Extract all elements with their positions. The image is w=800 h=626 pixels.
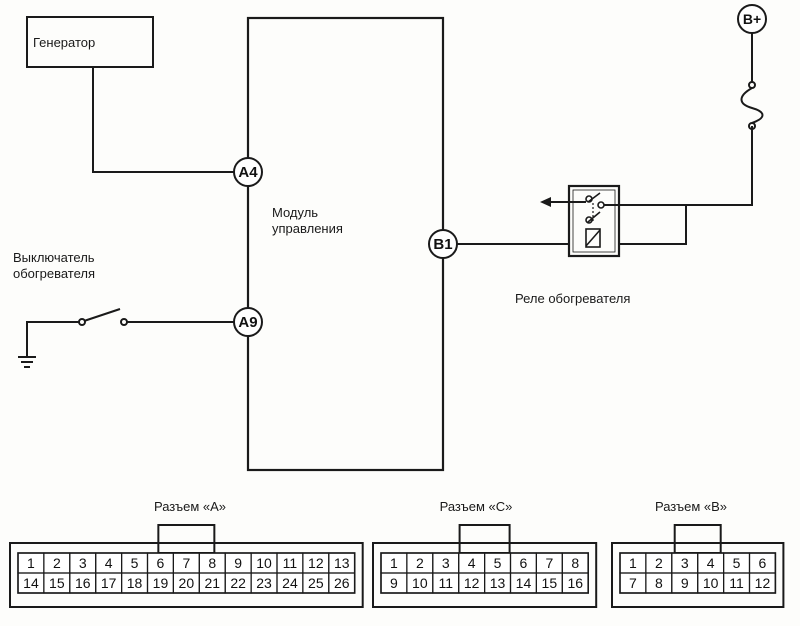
- connector-a-pin-number: 3: [79, 555, 87, 571]
- switch-label-line2: обогревателя: [13, 266, 95, 281]
- connector-a-pin-number: 26: [334, 575, 350, 591]
- connector-a-pin-number: 2: [53, 555, 61, 571]
- connector-c-pin-number: 14: [516, 575, 532, 591]
- connector-a-pin-number: 14: [23, 575, 39, 591]
- relay-label: Реле обогревателя: [515, 291, 630, 306]
- pin-a9: A9: [233, 307, 263, 337]
- pin-a4-label: A4: [238, 164, 258, 181]
- connector-a-pin-number: 18: [127, 575, 143, 591]
- connector-b-pin-number: 3: [681, 555, 689, 571]
- connector-c-pin-number: 6: [520, 555, 528, 571]
- generator-box: [26, 16, 154, 68]
- connector-b-pin-number: 11: [729, 575, 744, 591]
- switch-label-line1: Выключатель: [13, 250, 95, 265]
- connector-c-pin-number: 5: [494, 555, 502, 571]
- connector-c-pin-number: 7: [545, 555, 553, 571]
- module-label-line1: Модуль: [272, 205, 318, 220]
- connector-c-latch: [458, 524, 511, 554]
- heater-relay: [567, 184, 621, 258]
- connector-c-pin-number: 9: [390, 575, 398, 591]
- connector-a-pin-number: 1: [27, 555, 35, 571]
- relay-coil-wire: [604, 204, 687, 245]
- connector-a-pin-number: 23: [256, 575, 272, 591]
- fuse-symbol: [740, 32, 764, 130]
- connector-a-cell: [328, 572, 356, 594]
- connector-a-pin-number: 16: [75, 575, 91, 591]
- module-label-line2: управления: [272, 221, 343, 236]
- connector-b-pin-number: 9: [681, 575, 689, 591]
- connector-a-pin-number: 21: [204, 575, 220, 591]
- connector-b-title: Разъем «B»: [655, 499, 727, 514]
- connector-c-pin-number: 8: [571, 555, 579, 571]
- connector-a-housing: [9, 542, 364, 608]
- connector-c-pin-number: 1: [390, 555, 398, 571]
- connector-a-pin-number: 11: [283, 555, 298, 571]
- connector-c-pin-number: 13: [490, 575, 506, 591]
- battery-label: B+: [743, 11, 761, 27]
- connector-c-title: Разъем «C»: [440, 499, 513, 514]
- connector-b-pin-number: 4: [707, 555, 715, 571]
- connector-a-pin-number: 4: [105, 555, 113, 571]
- battery-terminal: B+: [737, 4, 767, 34]
- connector-b-housing: [611, 542, 785, 608]
- connector-c-pin-number: 10: [412, 575, 428, 591]
- connector-b-pin-number: 2: [655, 555, 663, 571]
- connector-c-pin-number: 3: [442, 555, 450, 571]
- connector-b-pin-number: 6: [759, 555, 767, 571]
- connector-c-pin-number: 2: [416, 555, 424, 571]
- connector-a-pin-number: 8: [208, 555, 216, 571]
- pin-b1-label: B1: [433, 236, 452, 253]
- connector-a-pin-number: 15: [49, 575, 65, 591]
- connector-a-pin-number: 19: [153, 575, 169, 591]
- connector-c-pin-number: 15: [542, 575, 558, 591]
- generator-wire: [92, 67, 234, 173]
- pin-b1: B1: [428, 229, 458, 259]
- connector-c-pin-number: 11: [438, 575, 453, 591]
- connector-b-pin-number: 8: [655, 575, 663, 591]
- pin-a9-label: A9: [238, 314, 257, 331]
- connector-b-pin-number: 12: [755, 575, 771, 591]
- connector-a-pin-number: 12: [308, 555, 324, 571]
- connector-b-pin-number: 5: [733, 555, 741, 571]
- connector-a-pin-number: 25: [308, 575, 324, 591]
- pin-a4: A4: [233, 157, 263, 187]
- connector-c-housing: [372, 542, 598, 608]
- connector-a-latch: [157, 524, 216, 554]
- heater-switch: [26, 308, 234, 357]
- relay-supply-wire: [686, 126, 753, 206]
- connector-a-pin-number: 13: [334, 555, 350, 571]
- relay-output-arrow: [540, 197, 586, 207]
- connector-a-pin-number: 7: [182, 555, 190, 571]
- control-module-box: [246, 16, 445, 472]
- connector-a-pin-number: 20: [179, 575, 195, 591]
- connector-b-cell: [748, 572, 776, 594]
- connector-b-pin-number: 1: [629, 555, 637, 571]
- connector-b-pin-number: 7: [629, 575, 637, 591]
- connector-c-pin-number: 12: [464, 575, 480, 591]
- connector-c-pin-number: 4: [468, 555, 476, 571]
- generator-label: Генератор: [33, 35, 95, 50]
- ground-symbol: [18, 356, 36, 368]
- connector-a-pin-number: 17: [101, 575, 117, 591]
- connector-a-pin-number: 5: [131, 555, 139, 571]
- connector-c-pin-number: 16: [567, 575, 583, 591]
- connector-c-cell: [561, 572, 589, 594]
- connector-a-title: Разъем «A»: [154, 499, 226, 514]
- connector-a-pin-number: 22: [230, 575, 246, 591]
- connector-a-pin-number: 24: [282, 575, 298, 591]
- connector-b-latch: [673, 524, 722, 554]
- connector-a-pin-number: 9: [234, 555, 242, 571]
- connector-a-pin-number: 6: [157, 555, 165, 571]
- connector-b-pin-number: 10: [703, 575, 719, 591]
- connector-a-pin-number: 10: [256, 555, 272, 571]
